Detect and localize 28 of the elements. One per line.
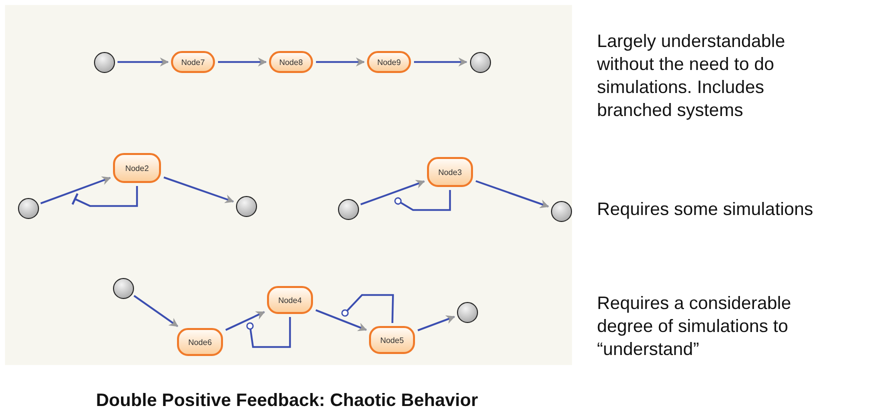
arrow xyxy=(315,309,368,332)
description-text: Requires a considerable degree of simulations to “understand” xyxy=(597,292,792,361)
process-node: Node2 xyxy=(113,153,161,183)
process-node: Node3 xyxy=(427,157,473,187)
arrow xyxy=(418,315,456,332)
diagram-title: Double Positive Feedback: Chaotic Behavior xyxy=(94,390,480,411)
feedback-line xyxy=(394,190,451,211)
feedback-line xyxy=(71,186,138,207)
process-node: Node9 xyxy=(367,51,411,73)
arrow xyxy=(225,311,266,331)
arrow xyxy=(164,176,234,204)
description-text: Largely understandable without the need to do simulations. Includes branched systems xyxy=(597,30,786,122)
description-text: Requires some simulations xyxy=(597,198,814,221)
arrow xyxy=(118,58,169,66)
arrow xyxy=(40,176,112,204)
process-node: Node7 xyxy=(171,51,215,73)
feedback-line xyxy=(246,317,291,348)
arrow xyxy=(414,58,468,66)
process-node: Node4 xyxy=(267,286,313,314)
feedback-line xyxy=(341,294,394,324)
process-node: Node8 xyxy=(269,51,313,73)
arrow xyxy=(316,58,365,66)
arrow xyxy=(476,180,550,208)
arrow xyxy=(360,180,426,206)
arrow xyxy=(218,58,267,66)
process-node: Node6 xyxy=(177,328,223,356)
process-node: Node5 xyxy=(369,326,415,354)
arrow xyxy=(134,295,178,328)
